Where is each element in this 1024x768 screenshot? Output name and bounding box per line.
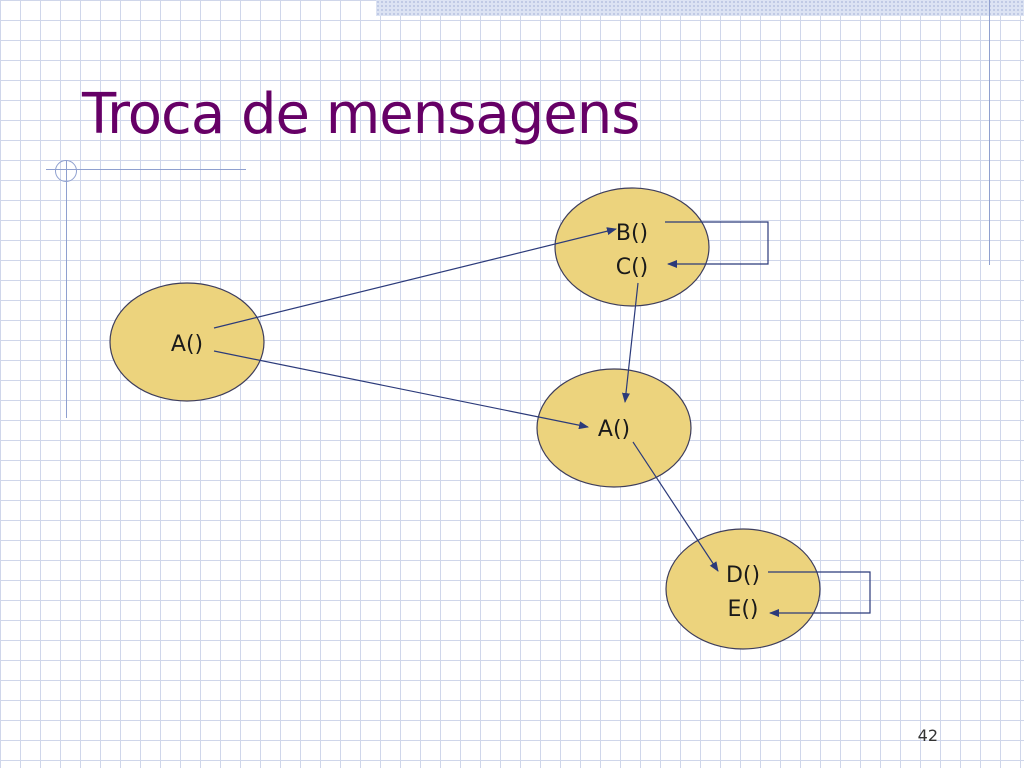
left-vertical-rule [66,160,67,418]
slide-title: Troca de mensagens [82,82,640,147]
method-label: D() [726,563,760,588]
self-call-loop-b-to-c [665,221,769,268]
method-label: C() [616,255,649,280]
method-label: E() [727,597,758,622]
object-node-1 [109,282,265,402]
self-call-loop-d-to-e [768,571,871,617]
title-underline-rule [46,169,246,170]
object-node-2 [554,187,710,307]
header-decoration-band [376,0,1024,16]
right-vertical-rule [989,0,990,265]
object-node-3 [536,368,692,488]
message-arrow-c-to-a [622,282,639,403]
method-label: A() [171,332,203,357]
method-label: A() [598,417,630,442]
object-node-4 [665,528,821,650]
corner-circle-ornament [55,160,77,182]
method-label: B() [616,221,648,246]
message-arrow-a-to-d [632,441,719,572]
slide-page-number: 42 [917,726,938,745]
message-arrow-a-to-a [213,350,589,430]
message-arrow-a-to-b [213,227,617,329]
